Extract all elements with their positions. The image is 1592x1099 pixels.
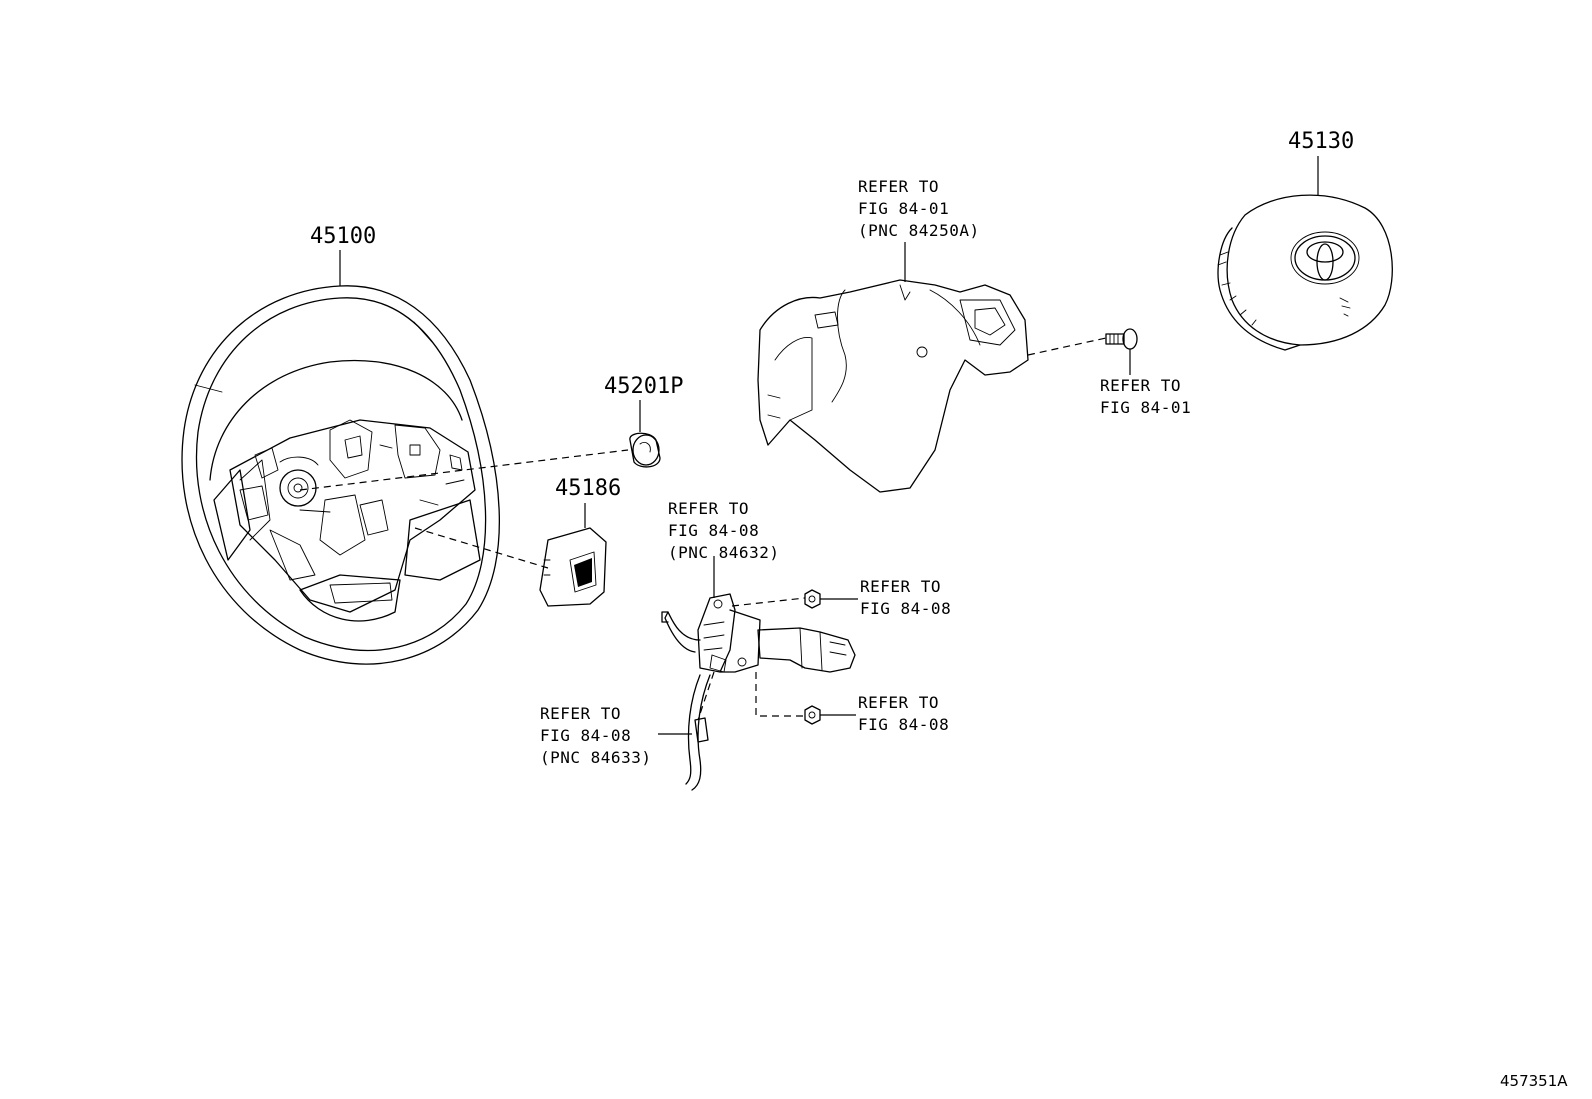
ref-spoke-cover-line-3: (PNC 84250A) bbox=[858, 221, 980, 240]
lower-nut-illustration bbox=[804, 705, 821, 725]
part-number-45186: 45186 bbox=[555, 476, 621, 501]
ref-harness-line-3: (PNC 84633) bbox=[540, 748, 651, 767]
part-number-45201P: 45201P bbox=[604, 374, 683, 399]
ref-screw: REFER TO FIG 84-01 bbox=[1100, 376, 1191, 417]
ref-combo-switch-line-2: FIG 84-08 bbox=[668, 521, 759, 540]
ref-spoke-cover-line-1: REFER TO bbox=[858, 177, 939, 196]
ref-combo-switch: REFER TO FIG 84-08 (PNC 84632) bbox=[668, 499, 779, 562]
ref-combo-switch-line-3: (PNC 84632) bbox=[668, 543, 779, 562]
ref-lower-nut: REFER TO FIG 84-08 bbox=[858, 693, 949, 734]
dash-switch-to-upper-nut bbox=[731, 597, 806, 607]
upper-nut-illustration bbox=[804, 589, 821, 609]
part-number-45130: 45130 bbox=[1288, 129, 1354, 154]
drawing-number: 457351A bbox=[1500, 1072, 1568, 1090]
ref-lower-nut-line-2: FIG 84-08 bbox=[858, 715, 949, 734]
combination-switch-illustration bbox=[661, 593, 856, 791]
ref-screw-line-2: FIG 84-01 bbox=[1100, 398, 1191, 417]
ref-spoke-cover-line-2: FIG 84-01 bbox=[858, 199, 949, 218]
ref-harness-line-2: FIG 84-08 bbox=[540, 726, 631, 745]
dash-cover-to-screw bbox=[1027, 337, 1107, 356]
dash-switch-to-lower-nut bbox=[755, 672, 805, 717]
ref-harness: REFER TO FIG 84-08 (PNC 84633) bbox=[540, 704, 651, 767]
ref-upper-nut-line-1: REFER TO bbox=[860, 577, 941, 596]
part-number-45100: 45100 bbox=[310, 224, 376, 249]
plug-illustration bbox=[629, 432, 661, 468]
ref-screw-line-1: REFER TO bbox=[1100, 376, 1181, 395]
steering-wheel-illustration bbox=[181, 285, 500, 665]
screw-illustration bbox=[1105, 328, 1138, 350]
ref-upper-nut-line-2: FIG 84-08 bbox=[860, 599, 951, 618]
ref-spoke-cover: REFER TO FIG 84-01 (PNC 84250A) bbox=[858, 177, 980, 240]
ref-upper-nut: REFER TO FIG 84-08 bbox=[860, 577, 951, 618]
ref-combo-switch-line-1: REFER TO bbox=[668, 499, 749, 518]
spoke-cover-illustration bbox=[757, 279, 1029, 493]
switch-bezel-illustration bbox=[539, 527, 607, 607]
ref-lower-nut-line-1: REFER TO bbox=[858, 693, 939, 712]
ref-harness-line-1: REFER TO bbox=[540, 704, 621, 723]
dash-switch-to-harness bbox=[697, 671, 715, 721]
airbag-illustration bbox=[1217, 194, 1393, 351]
